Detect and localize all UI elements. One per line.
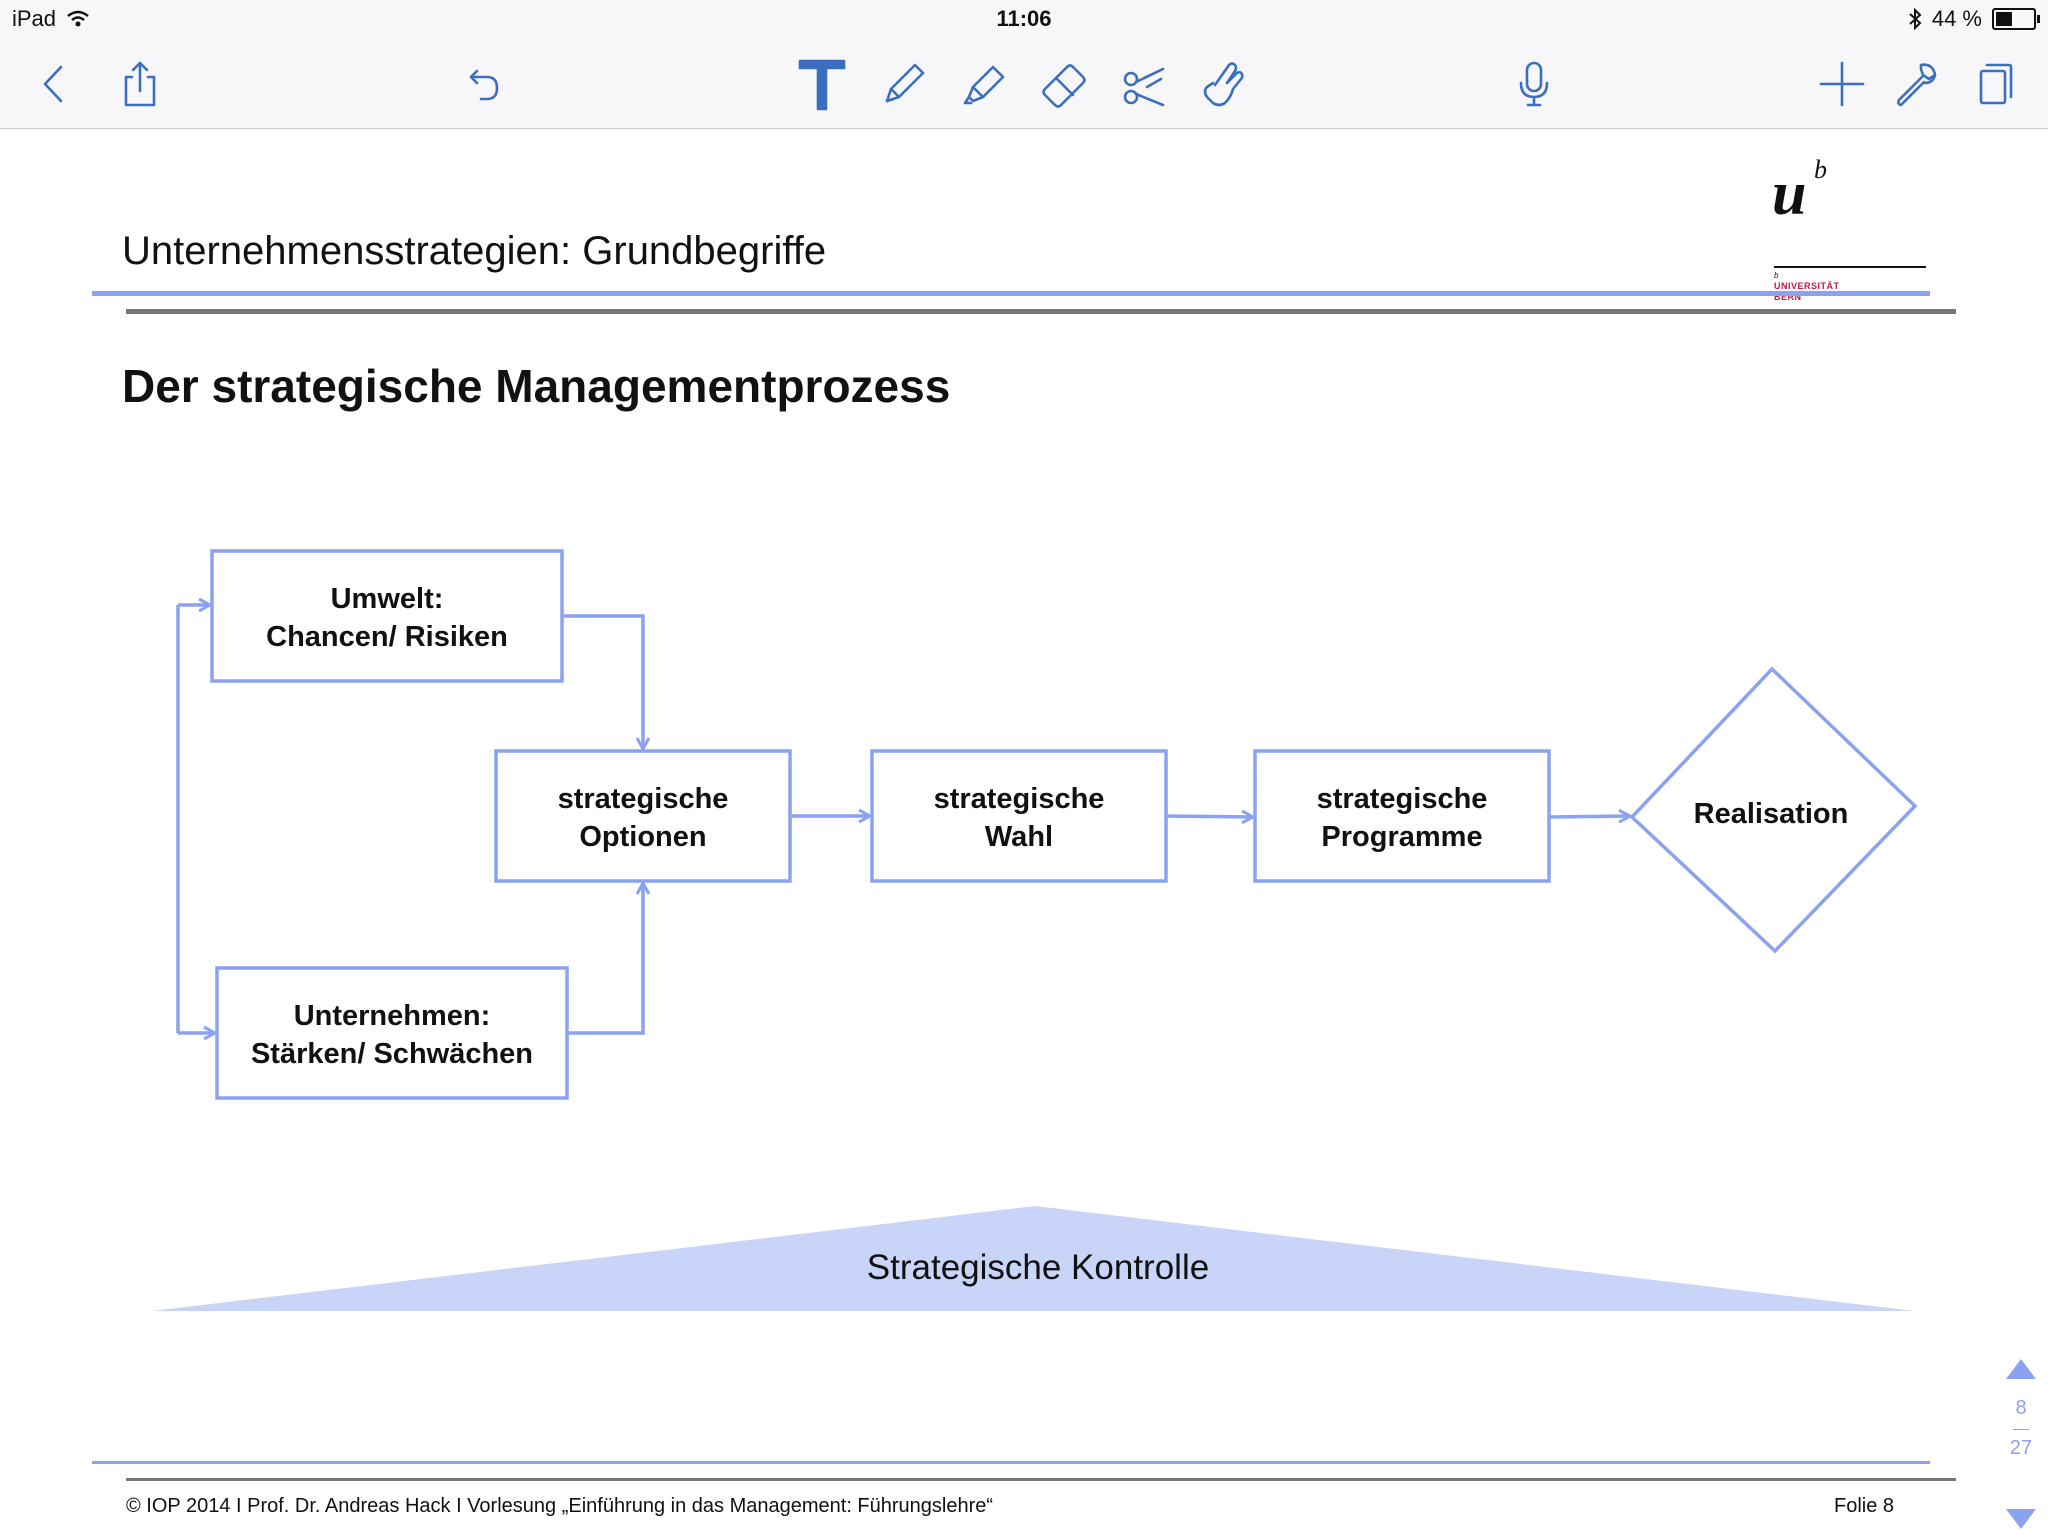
eraser-tool-button[interactable] [1032, 50, 1096, 118]
highlighter-tool-icon [963, 65, 1005, 105]
undo-button[interactable] [450, 50, 514, 118]
back-chevron-icon [43, 65, 63, 103]
label-realisation: Realisation [1694, 798, 1849, 830]
add-button[interactable] [1810, 50, 1874, 118]
scissors-tool-icon [1123, 67, 1165, 107]
status-bar: iPad 11:06 44 % [0, 0, 2048, 40]
eraser-tool-icon [1042, 64, 1086, 108]
footer-rule-blue [92, 1461, 1930, 1464]
box-programme [1253, 749, 1551, 883]
logo-text-line1: UNIVERSITÄT [1774, 281, 1840, 291]
slide: Unternehmensstrategien: Grundbegriffe u … [0, 129, 2048, 1536]
scissors-tool-button[interactable] [1112, 50, 1176, 118]
share-icon [124, 61, 156, 107]
label-umwelt-line1: Umwelt: [331, 583, 444, 615]
status-time: 11:06 [996, 6, 1052, 31]
box-umwelt [210, 549, 564, 683]
share-button[interactable] [108, 50, 172, 118]
arrow-programme-realisation [1548, 816, 1630, 817]
header-rule-gray [126, 309, 1956, 314]
slide-heading: Der strategische Managementprozess [122, 360, 951, 412]
wrench-icon [1897, 63, 1937, 107]
label-umwelt-line2: Chancen/ Risiken [266, 621, 508, 653]
box-optionen [494, 749, 792, 883]
pen-tool-button[interactable] [872, 50, 936, 118]
arrow-umwelt-optionen [562, 614, 643, 749]
pen-tool-icon [885, 63, 925, 103]
pages-button[interactable] [1962, 50, 2026, 118]
toolbar [0, 40, 2048, 129]
label-strategische-kontrolle: Strategische Kontrolle [867, 1248, 1209, 1287]
settings-button[interactable] [1884, 50, 1948, 118]
bluetooth-icon [1909, 8, 1922, 30]
status-right: 44 % [1908, 6, 2040, 32]
pages-icon [1979, 63, 2013, 105]
footer-rule-gray [126, 1478, 1956, 1481]
control-triangle [152, 1206, 1914, 1311]
university-logo: u b b UNIVERSITÄT BERN [1772, 155, 1932, 302]
label-programme-line1: strategische [1317, 783, 1488, 815]
logo-divider [1774, 266, 1926, 268]
header-rule-blue [92, 291, 1930, 296]
label-optionen-line2: Optionen [579, 821, 706, 853]
logo-u: u [1772, 160, 1807, 228]
device-name: iPad [12, 6, 57, 31]
page-separator [2013, 1429, 2029, 1430]
logo-small-b: b [1774, 271, 1779, 280]
footer-text: © IOP 2014 I Prof. Dr. Andreas Hack I Vo… [126, 1495, 994, 1517]
hand-pointer-tool-icon [1203, 62, 1244, 107]
hand-pointer-tool-button[interactable] [1192, 50, 1256, 118]
arrow-wahl-programme [1165, 816, 1253, 817]
label-wahl-line1: strategische [934, 783, 1105, 815]
box-unternehmen [215, 966, 569, 1100]
text-tool-icon [798, 59, 846, 111]
wifi-icon [67, 10, 89, 27]
diamond-realisation [1629, 666, 1918, 954]
page-navigator: 8 27 [2002, 1359, 2042, 1529]
add-icon [1819, 61, 1865, 107]
undo-icon [469, 69, 499, 101]
label-programme-line2: Programme [1321, 821, 1482, 853]
highlighter-tool-button[interactable] [952, 50, 1016, 118]
logo-text: UNIVERSITÄT BERN [1774, 281, 1840, 303]
slide-number: Folie 8 [1834, 1495, 1895, 1517]
label-unternehmen-line1: Unternehmen: [294, 1000, 491, 1032]
battery-percent: 44 % [1931, 6, 1982, 31]
label-wahl-line2: Wahl [985, 821, 1053, 853]
label-optionen-line1: strategische [558, 783, 729, 815]
total-pages: 27 [2009, 1437, 2033, 1459]
page-down-icon[interactable] [2006, 1509, 2036, 1529]
logo-text-line2: BERN [1774, 292, 1802, 302]
current-page: 8 [2015, 1397, 2027, 1419]
back-button[interactable] [22, 50, 86, 118]
status-left: iPad [12, 6, 90, 32]
page-up-icon[interactable] [2006, 1359, 2036, 1379]
microphone-icon [1519, 61, 1549, 107]
box-wahl [870, 749, 1168, 883]
logo-b: b [1814, 155, 1827, 184]
microphone-button[interactable] [1502, 50, 1566, 118]
text-tool-button[interactable] [790, 50, 854, 118]
slide-header-title: Unternehmensstrategien: Grundbegriffe [122, 229, 827, 273]
process-diagram: Umwelt: Chancen/ Risiken Unternehmen: St… [152, 549, 1918, 1311]
label-unternehmen-line2: Stärken/ Schwächen [251, 1038, 533, 1070]
arrow-unternehmen-optionen [567, 883, 643, 1035]
battery-icon [1992, 8, 2040, 30]
